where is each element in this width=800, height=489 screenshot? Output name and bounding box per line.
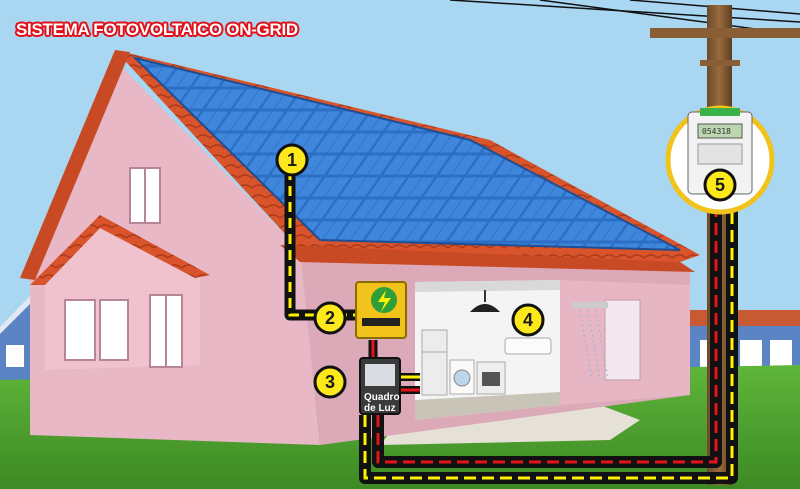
energy-meter: 054318 (665, 105, 775, 215)
inverter (355, 281, 407, 339)
step-badge-1: 1 (275, 143, 309, 177)
board-label-line2: de Luz (364, 403, 396, 414)
solar-panels (131, 56, 681, 251)
appliances (421, 290, 552, 396)
svg-text:3: 3 (325, 372, 335, 392)
shower (572, 302, 609, 381)
step-badge-2: 2 (313, 301, 347, 335)
energy-flow (284, 170, 738, 484)
meter-display: 054318 (702, 127, 731, 136)
step-badge-4: 4 (511, 303, 545, 337)
svg-text:4: 4 (523, 310, 533, 330)
step-badge-3: 3 (313, 365, 347, 399)
svg-text:1: 1 (287, 150, 297, 170)
distribution-board: Quadro de Luz (359, 357, 401, 415)
board-label-line1: Quadro (364, 392, 400, 403)
svg-text:2: 2 (325, 308, 335, 328)
diagram-title: SISTEMA FOTOVOLTAICO ON-GRID (16, 20, 298, 39)
step-badge-5: 5 (703, 168, 737, 202)
svg-text:5: 5 (715, 175, 725, 195)
